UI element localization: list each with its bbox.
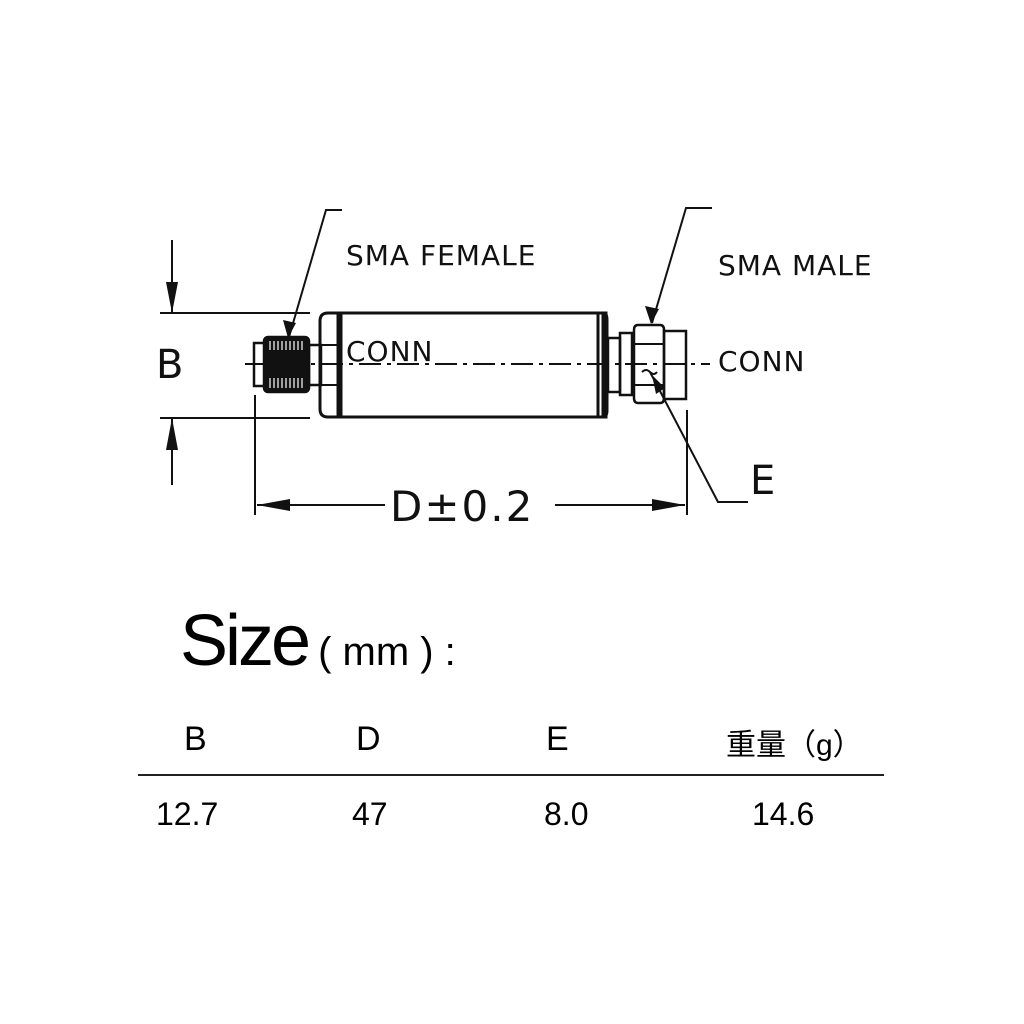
- callout-female-line1: SMA FEMALE: [346, 239, 537, 272]
- table-header-row: B D E 重量（g）: [138, 712, 884, 772]
- dimension-d-label: D±0.2: [390, 482, 535, 531]
- callout-female-line2: CONN: [346, 335, 434, 368]
- header-d: D: [356, 720, 381, 758]
- dimensions-table: B D E 重量（g） 12.7 47 8.0 14.6: [138, 712, 884, 846]
- dimension-b-label: B: [156, 342, 184, 388]
- size-title: Size: [180, 601, 311, 681]
- sma-female-callout: SMA FEMALE CONN: [346, 176, 536, 400]
- dimension-b: [160, 240, 310, 485]
- header-e: E: [546, 720, 569, 758]
- cell-weight-value: 14.6: [752, 796, 815, 832]
- header-b: B: [184, 720, 207, 758]
- size-unit: ( mm ) :: [318, 630, 456, 674]
- dimension-d: [254, 395, 688, 515]
- callout-leaders: [283, 207, 748, 503]
- table-row: 12.7 47 8.0 14.6: [138, 786, 884, 846]
- attenuator-technical-drawing: [160, 207, 748, 515]
- sma-male-connector: [606, 323, 688, 405]
- table-divider: [138, 774, 884, 776]
- sma-female-connector: [252, 335, 323, 394]
- cell-e-value: 8.0: [544, 796, 589, 832]
- sma-male-callout: SMA MALE CONN: [718, 186, 873, 410]
- cell-b-value: 12.7: [156, 796, 219, 832]
- dimension-e-label: E: [750, 458, 776, 504]
- callout-male-line2: CONN: [718, 345, 806, 378]
- cell-d-value: 47: [352, 796, 388, 832]
- size-heading: Size( mm ) :: [180, 600, 456, 682]
- callout-male-line1: SMA MALE: [718, 249, 873, 282]
- header-weight: 重量（g）: [726, 729, 863, 762]
